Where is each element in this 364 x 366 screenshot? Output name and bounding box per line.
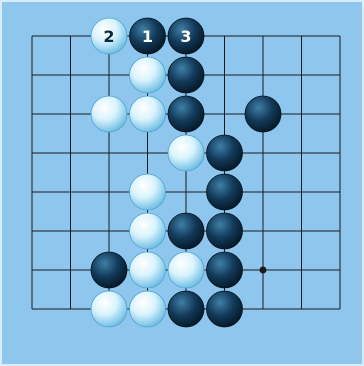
black-stone[interactable] [168, 291, 204, 327]
star-point [260, 267, 267, 274]
white-stone[interactable] [91, 96, 127, 132]
black-stone[interactable]: 1 [130, 18, 166, 54]
star-points [260, 267, 267, 274]
black-stone[interactable] [245, 96, 281, 132]
white-stone[interactable] [168, 135, 204, 171]
white-stone[interactable] [130, 213, 166, 249]
move-number-label: 2 [103, 27, 114, 46]
move-number-label: 3 [180, 27, 191, 46]
black-stone[interactable] [168, 57, 204, 93]
black-stone[interactable] [168, 213, 204, 249]
white-stone[interactable] [130, 252, 166, 288]
black-stone[interactable] [207, 213, 243, 249]
black-stone[interactable] [207, 174, 243, 210]
white-stone[interactable] [168, 252, 204, 288]
white-stone[interactable] [130, 96, 166, 132]
black-stone[interactable] [91, 252, 127, 288]
white-stone[interactable]: 2 [91, 18, 127, 54]
white-stone[interactable] [130, 291, 166, 327]
black-stone[interactable] [207, 291, 243, 327]
white-stone[interactable] [130, 57, 166, 93]
black-stone[interactable] [207, 252, 243, 288]
black-stone[interactable]: 3 [168, 18, 204, 54]
white-stone[interactable] [91, 291, 127, 327]
black-stone[interactable] [168, 96, 204, 132]
move-number-label: 1 [142, 27, 153, 46]
white-stone[interactable] [130, 174, 166, 210]
black-stone[interactable] [207, 135, 243, 171]
